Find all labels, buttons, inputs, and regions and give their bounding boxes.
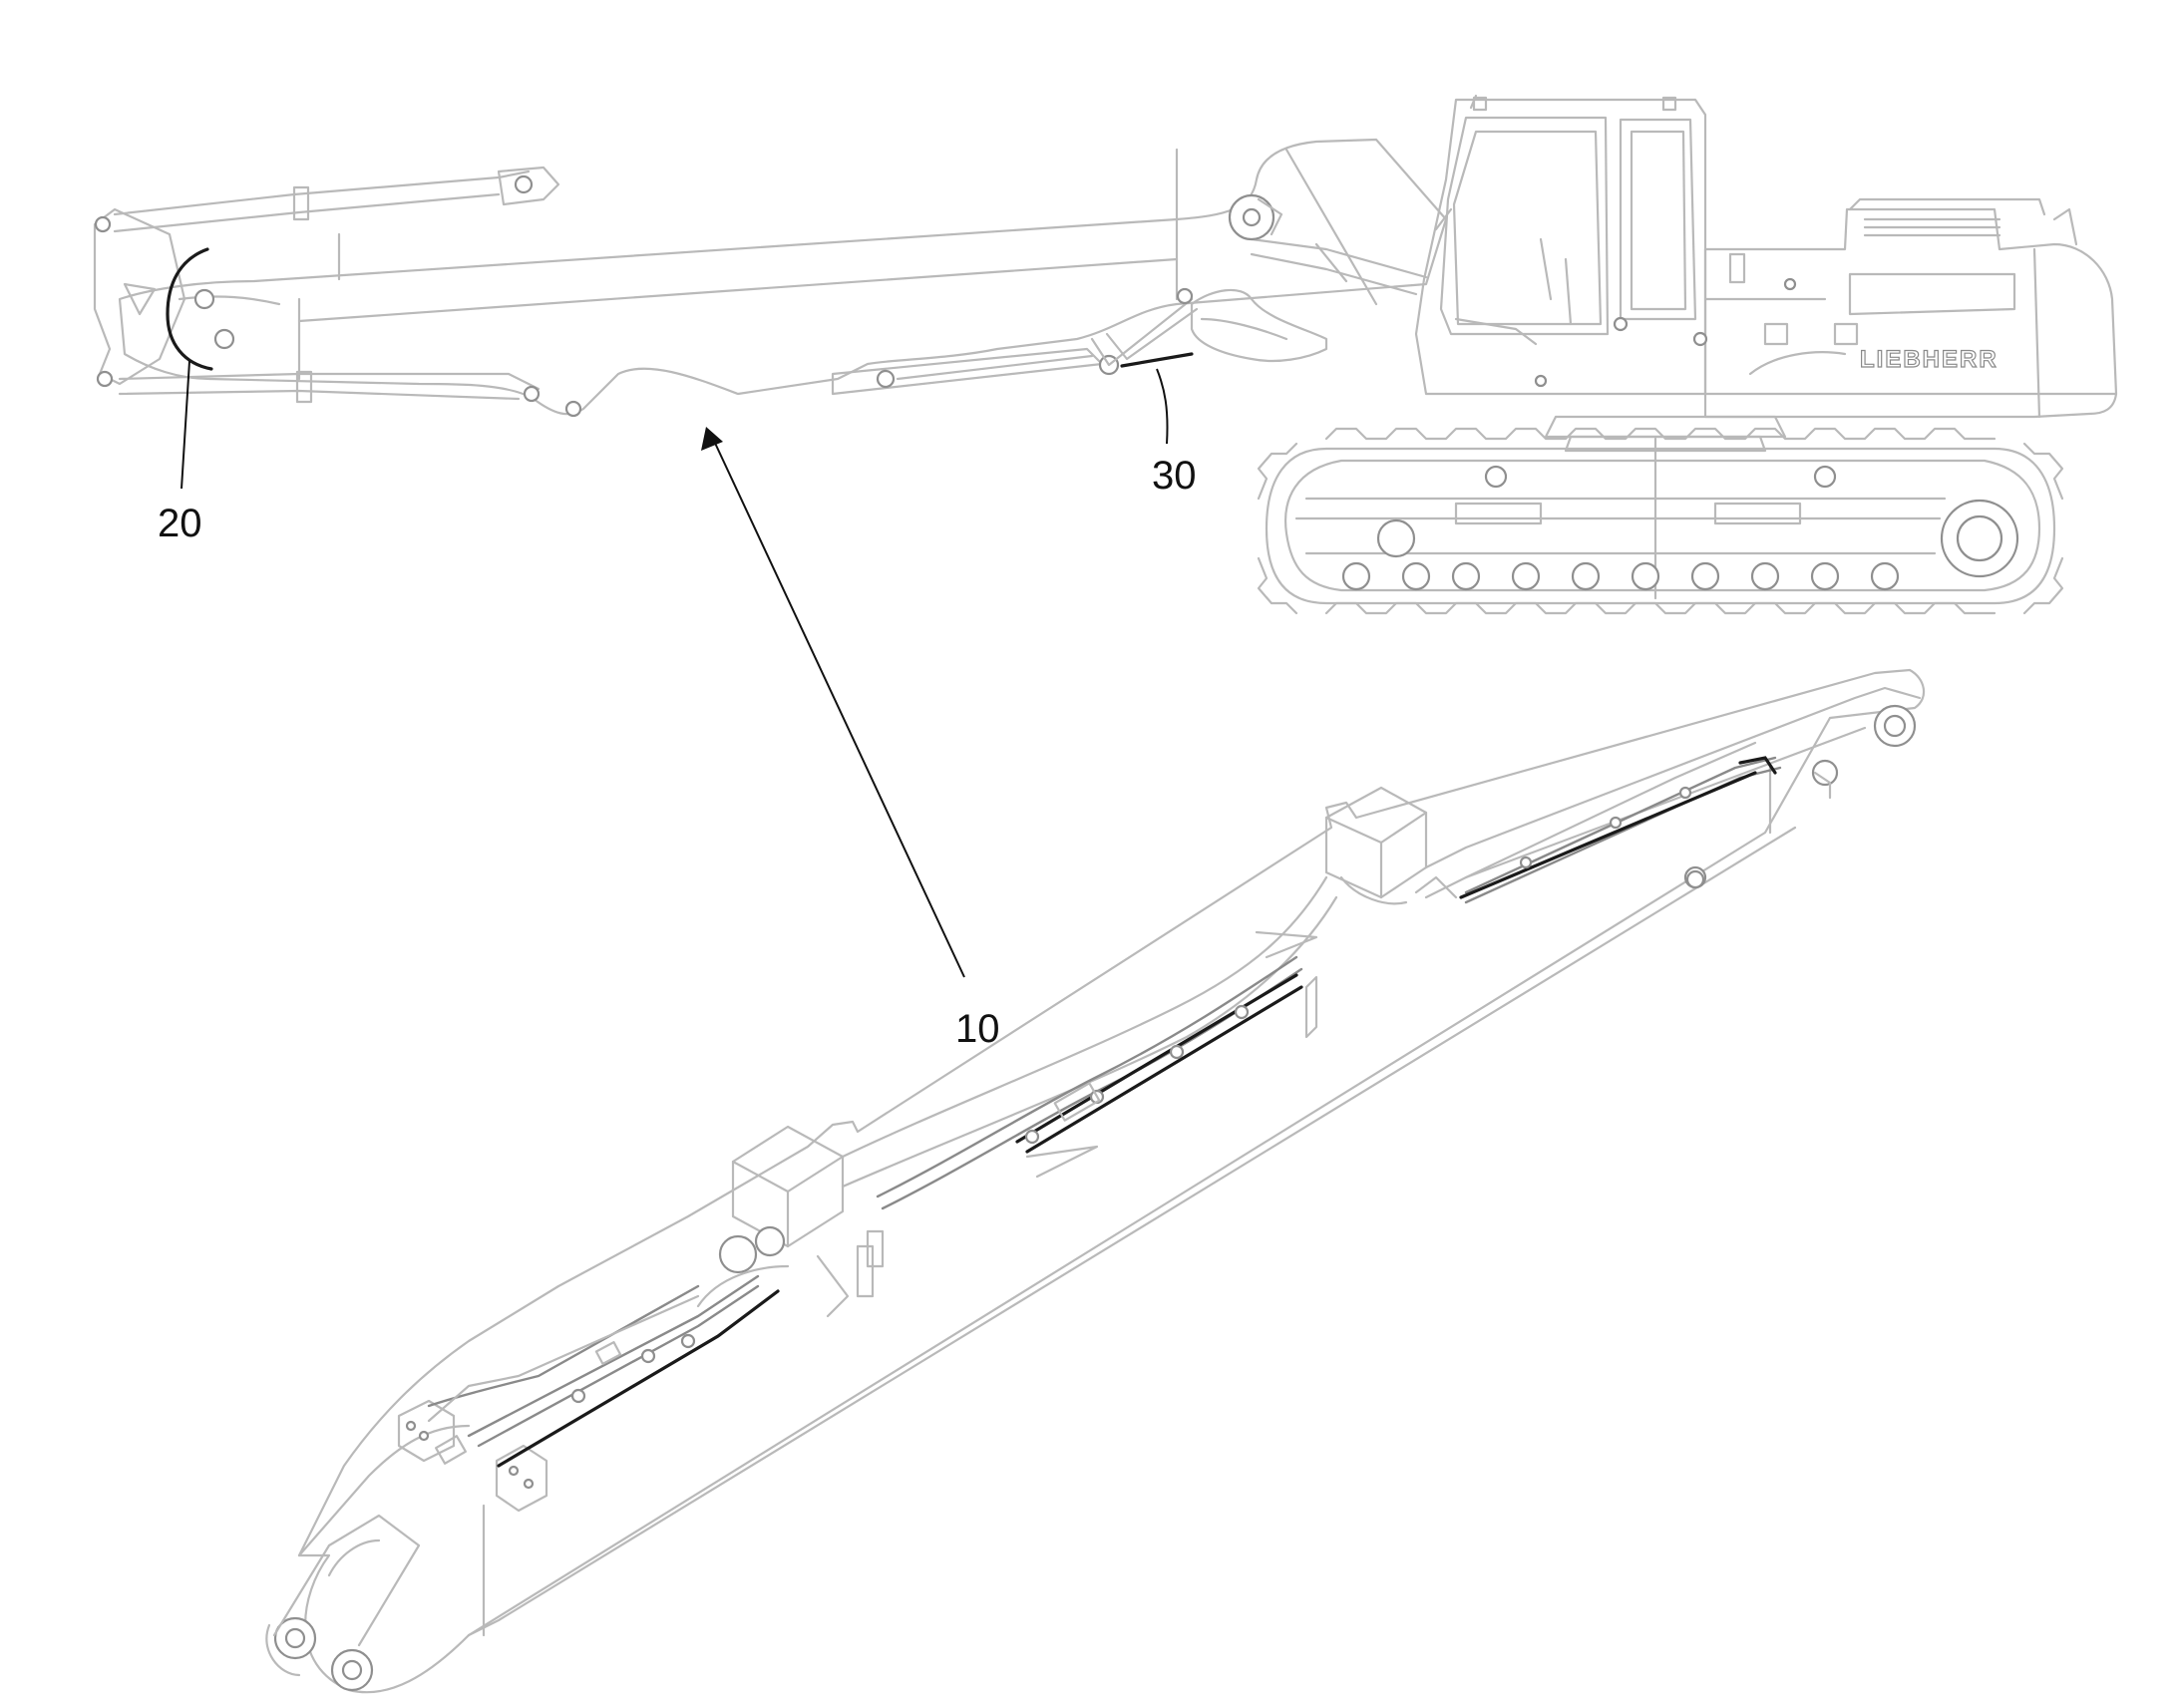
reference-numeral-10: 10 — [955, 1007, 1000, 1051]
slewing-ring — [1544, 415, 1787, 453]
engine-housing — [1692, 197, 2118, 419]
boom-cylinder — [1228, 193, 1428, 296]
leader-line-20 — [181, 360, 190, 490]
bucket-cylinder — [831, 287, 1199, 396]
brand-text: LIEBHERR — [1860, 346, 1998, 373]
boom-beam — [297, 668, 1926, 1694]
reference-arrow — [701, 427, 965, 978]
cab — [1414, 94, 1707, 396]
reference-numeral-20: 20 — [158, 502, 202, 545]
ref-20-bracket — [166, 247, 213, 371]
ref-30-marker — [1120, 352, 1194, 368]
upper-linkage — [113, 166, 560, 233]
leader-line-30 — [1156, 368, 1169, 445]
undercarriage — [1257, 427, 2064, 615]
reference-numeral-30: 30 — [1152, 454, 1197, 498]
boom-tip-plate — [93, 207, 235, 388]
excavator-drawing: LIEBHERR — [93, 94, 2118, 615]
boom-detail-drawing — [265, 668, 1926, 1694]
bucket — [1190, 288, 1328, 363]
lower-linkage — [118, 370, 582, 418]
